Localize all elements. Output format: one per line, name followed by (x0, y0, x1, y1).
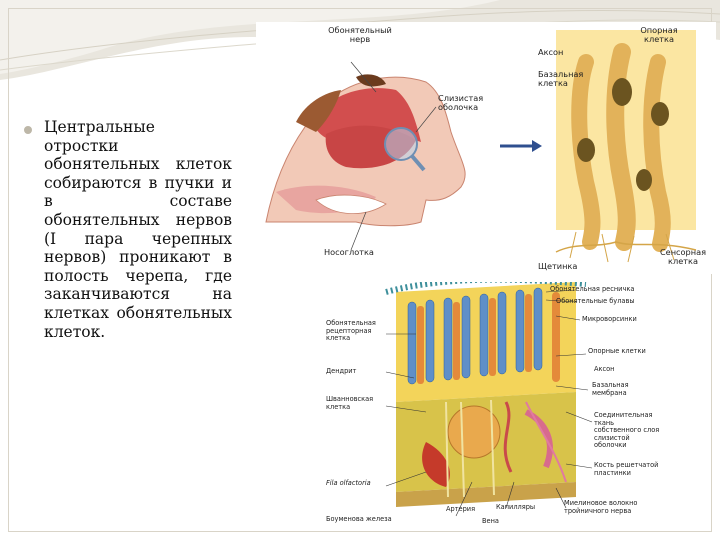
label-support-cell: Опорная клетка (626, 26, 692, 45)
label-olfactory-nerve: Обонятельный нерв (324, 26, 396, 45)
bullet-icon (24, 126, 32, 134)
label-artery: Артерия (446, 506, 496, 514)
label-support-cells: Опорные клетки (588, 348, 660, 356)
label-fila-olfactoria: Fila olfactoria (326, 480, 392, 488)
label-sensory-cell: Сенсорная клетка (652, 248, 714, 267)
label-ethmoid-plate: Кость решетчатой пластинки (594, 462, 660, 477)
label-receptor-cell: Обонятельная рецепторная клетка (326, 320, 394, 343)
label-olfactory-clubs: Обонятельные булавы (556, 298, 660, 306)
nasal-cavity-illustration (256, 22, 716, 274)
label-olfactory-vesicle: Обонятельная ресничка (550, 286, 660, 294)
label-nasopharynx: Носоглотка (324, 248, 404, 257)
figure-nasal-cavity: Обонятельный нерв Слизистая оболочка Нос… (256, 22, 716, 274)
label-schwann-cell: Шванновская клетка (326, 396, 386, 411)
label-microvilli: Микроворсинки (582, 316, 660, 324)
label-cilia: Щетинка (538, 262, 598, 271)
label-capillaries: Капилляры (496, 504, 556, 512)
label-mucosa: Слизистая оболочка (438, 94, 500, 113)
text-block: Центральные отростки обонятельных клеток… (24, 118, 232, 341)
label-basal-cell: Базальная клетка (538, 70, 588, 89)
label-axon-detail: Аксон (594, 366, 660, 374)
label-dendrite: Дендрит (326, 368, 384, 376)
label-bowman-gland: Боуменова железа (326, 516, 436, 524)
label-basal-membrane: Базальная мембрана (592, 382, 660, 397)
body-text: Центральные отростки обонятельных клеток… (44, 118, 232, 341)
label-vein: Вена (482, 518, 522, 526)
label-connective-tissue: Соединительная ткань собственного слоя с… (594, 412, 660, 450)
label-axon: Аксон (538, 48, 578, 57)
figure-olfactory-epithelium: Обонятельная ресничка Обонятельные булав… (326, 282, 662, 530)
label-myelin-fiber: Миелиновое волокно тройничного нерва (564, 500, 660, 515)
